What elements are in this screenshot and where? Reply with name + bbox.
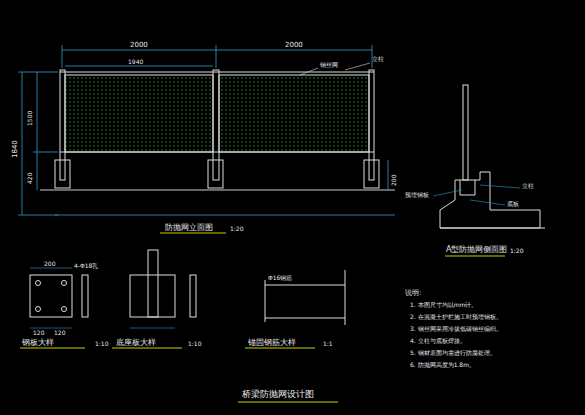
dimension: 2000 [285,42,303,49]
view-title: 锚固钢筋大样 [248,339,296,347]
part-name: 底板 [507,201,519,207]
callout: 4-Φ18孔 [74,263,98,269]
note: 3. 钢丝网采用冷拔低碳钢丝编织。 [410,326,502,332]
dimension: 2000 [130,42,148,49]
scale: 1:1 [323,341,333,347]
dimension: 200 [44,261,55,267]
view-title: 防抛网立面图 [165,224,213,232]
scale: 1:20 [510,248,523,254]
part-name: 立柱 [372,56,384,62]
scale: 1:10 [95,341,108,347]
note: 4. 立柱与底板焊接。 [410,338,466,344]
part-name: 预埋钢板 [405,192,429,198]
dimension: 1940 [128,59,143,65]
callout: Φ16钢筋 [268,275,292,281]
dimension: 200 [391,175,397,186]
view-title: A型防抛网侧面图 [446,246,507,254]
note: 1. 本图尺寸均以mm计。 [410,302,477,308]
note: 6. 防抛网高度为1.8m。 [410,362,475,368]
note: 5. 钢材表面均需进行防腐处理。 [410,350,496,356]
scale: 1:10 [188,341,201,347]
view-title: 底座板大样 [116,339,156,347]
dimension: 420 [27,173,33,184]
part-name: 钢丝网 [320,62,338,68]
drawing-title: 桥梁防抛网设计图 [242,390,314,399]
note-heading: 说明: [405,290,421,297]
dimension: 120 [54,330,65,336]
scale: 1:20 [230,226,243,232]
part-name: 立柱 [522,183,534,189]
dimension: 120 [33,330,44,336]
note: 2. 在混凝土护栏施工时预埋钢板。 [410,314,502,320]
dimension: 1840 [12,140,19,158]
view-title: 钢板大样 [22,339,54,347]
dimension: 1500 [27,111,33,126]
